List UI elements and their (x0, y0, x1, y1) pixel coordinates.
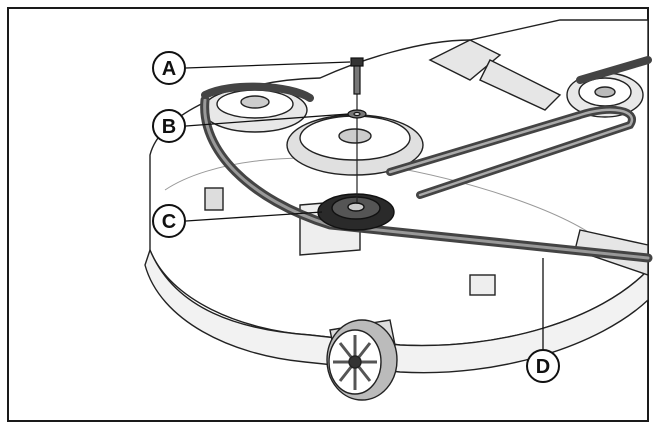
belt-far-run (576, 56, 652, 84)
callout-a-leader (185, 61, 351, 69)
idler-pulley-center (347, 202, 365, 212)
center-pulley-hub (338, 128, 372, 144)
right-spindle-pulley (566, 72, 644, 118)
callout-a: A (152, 51, 186, 85)
callout-d: D (526, 349, 560, 383)
washer (347, 109, 367, 119)
callout-c-label: C (162, 211, 176, 233)
callout-c-leader (185, 211, 323, 222)
callout-c: C (152, 204, 186, 238)
bolt-head (350, 57, 364, 67)
left-bracket (204, 187, 224, 211)
left-pulley-hub (240, 95, 270, 109)
belt-right-run-highlight (388, 108, 634, 197)
callout-d-circle (526, 349, 560, 383)
callout-b-label: B (162, 116, 176, 138)
belt-left-top (201, 82, 314, 102)
washer-hole (353, 111, 361, 117)
deck-clip (469, 274, 496, 296)
callout-b: B (152, 109, 186, 143)
callout-a-label: A (162, 58, 176, 80)
callout-a-circle (152, 51, 186, 85)
callout-c-circle (152, 204, 186, 238)
callout-d-label: D (536, 356, 550, 378)
belt-left-run-highlight (203, 98, 650, 260)
mower-deck (144, 19, 649, 374)
bolt (350, 57, 364, 95)
deck-rim (144, 248, 649, 374)
belt-d (200, 56, 653, 263)
center-spindle-pulley (286, 114, 424, 176)
idler-pulley (317, 193, 395, 231)
callout-b-leader (185, 113, 349, 127)
wheel-axle (348, 355, 362, 369)
callout-b-circle (152, 109, 186, 143)
right-pulley-hub (594, 86, 616, 98)
gauge-wheel (326, 319, 398, 401)
deck-bracket (428, 39, 502, 81)
bolt-shaft (353, 65, 361, 95)
deck-top-surface (149, 19, 649, 347)
spring-bracket (479, 59, 562, 111)
